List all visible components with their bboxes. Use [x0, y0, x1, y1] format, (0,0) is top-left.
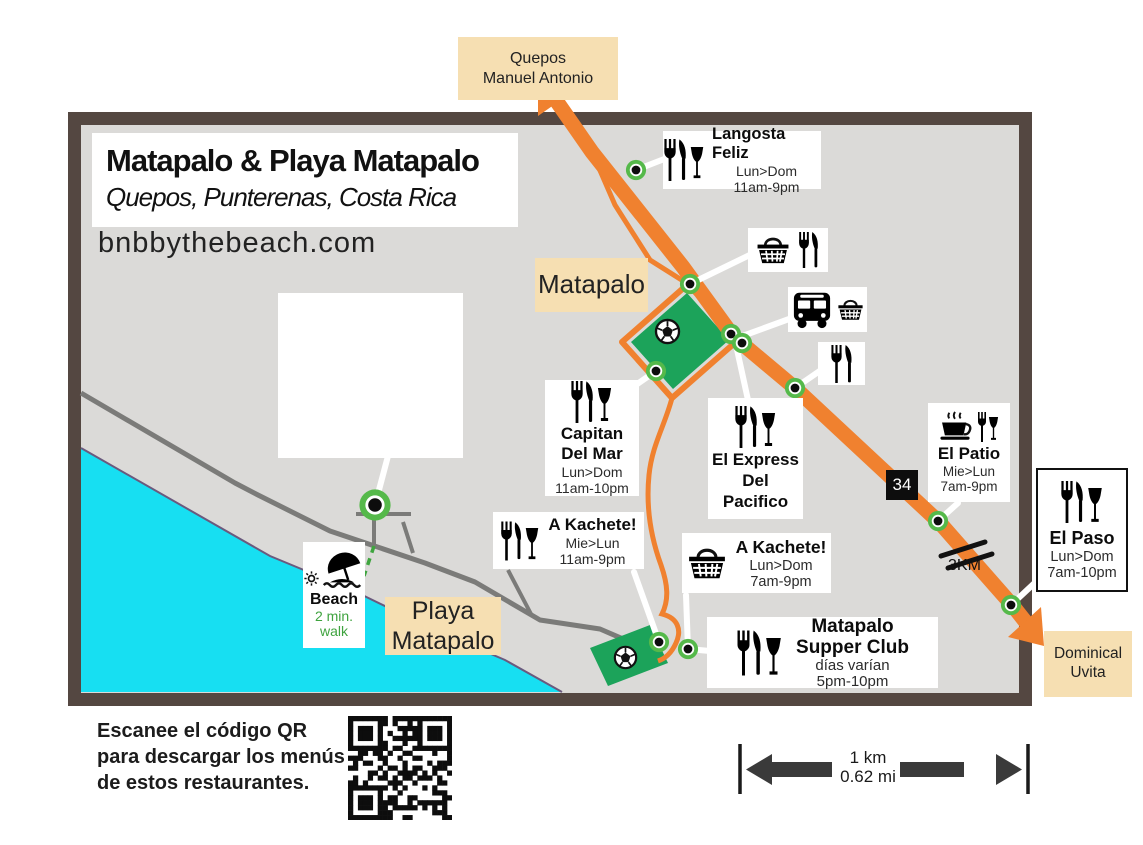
restaurant-name-line2: Del Mar — [561, 444, 623, 463]
restaurant-hours: 7am-9pm — [940, 479, 998, 494]
restaurant-name: El Paso — [1049, 528, 1115, 548]
qr-instruction-text: Escanee el código QR para descargar los … — [97, 720, 345, 794]
basket-icon — [687, 546, 727, 580]
sign-uvita: Uvita — [1070, 664, 1106, 681]
label-langosta-feliz: Langosta Feliz Lun>Dom 11am-9pm — [663, 125, 821, 195]
restaurant-days: Mie>Lun — [942, 464, 996, 479]
restaurant-name-line1: El Express — [712, 450, 799, 469]
distance-3km-label: 3KM — [948, 557, 981, 574]
restaurant-days: Lun>Dom — [735, 163, 798, 179]
website-url: bnbbythebeach.com — [98, 227, 377, 259]
sign-dominical: Dominical — [1053, 645, 1123, 663]
label-restaurant-icons — [818, 342, 865, 385]
restaurant-name-line1: Matapalo — [811, 615, 894, 637]
fork-knife-wine-icon — [570, 380, 614, 424]
sign-manuel-antonio: Manuel Antonio — [482, 69, 594, 87]
restaurant-days: Mie>Lun — [565, 534, 620, 551]
beach-walk-line2: walk — [319, 623, 348, 639]
qr-code — [348, 716, 452, 820]
sign-quepos: Quepos — [509, 50, 567, 68]
fork-knife-icon — [830, 344, 854, 383]
basket-icon — [756, 235, 790, 265]
sign-matapalo-label: Matapalo — [538, 269, 645, 300]
beach-walk-line1: 2 min. — [314, 608, 354, 624]
scale-bar-labels: 1 km 0.62 mi — [820, 748, 916, 786]
restaurant-hours: 11am-9pm — [733, 179, 800, 195]
market-hours: 7am-9pm — [750, 573, 812, 590]
restaurant-name: A Kachete! — [548, 514, 637, 534]
fork-knife-wine-icon — [1060, 479, 1105, 525]
bnb-logo-box — [278, 293, 463, 458]
label-bus-stop — [788, 287, 867, 332]
restaurant-days: Lun>Dom — [1050, 549, 1114, 565]
sign-north-destinations: Quepos Manuel Antonio — [458, 37, 618, 100]
sun-icon — [304, 570, 319, 586]
restaurant-hours: 11am-10pm — [555, 480, 629, 496]
restaurant-hours: 7am-10pm — [1047, 565, 1117, 581]
restaurant-name: Langosta Feliz — [712, 125, 786, 162]
map-subtitle: Quepos, Punterenas, Costa Rica — [106, 182, 457, 212]
restaurant-hours: 11am-9pm — [559, 550, 626, 567]
restaurant-hours: 5pm-10pm — [816, 672, 889, 690]
sign-playa-matapalo: Playa Matapalo — [385, 597, 501, 655]
label-el-express-del-pacifico: El Express Del Pacifico — [708, 398, 803, 519]
restaurant-name-line2: Del — [742, 471, 769, 490]
coffee-icon — [938, 411, 972, 442]
restaurant-name-line3: Pacifico — [722, 492, 789, 511]
map-title-box: Matapalo & Playa Matapalo Quepos, Punter… — [92, 133, 518, 227]
market-days: Lun>Dom — [749, 557, 813, 574]
label-beach: Beach 2 min. walk — [303, 542, 365, 648]
label-a-kachete-restaurant: A Kachete! Mie>Lun 11am-9pm — [493, 512, 644, 569]
sign-matapalo: Matapalo — [535, 258, 648, 312]
fork-knife-wine-icon — [734, 405, 778, 449]
beach-umbrella-icon — [320, 551, 364, 591]
route-34-shield: 34 — [886, 470, 918, 500]
market-name: A Kachete! — [735, 536, 827, 557]
label-matapalo-supper-club: Matapalo Supper Club días varían 5pm-10p… — [707, 615, 938, 690]
map-title: Matapalo & Playa Matapalo — [106, 143, 480, 178]
label-a-kachete-market: A Kachete! Lun>Dom 7am-9pm — [682, 533, 831, 593]
restaurant-name-line1: Capitan — [560, 424, 624, 443]
restaurant-days: Lun>Dom — [561, 464, 623, 480]
scale-km: 1 km — [849, 748, 887, 767]
sign-playa-line2: Matapalo — [391, 627, 495, 655]
restaurant-name-line2: Supper Club — [796, 636, 909, 658]
label-capitan-del-mar: Capitan Del Mar Lun>Dom 11am-10pm — [545, 380, 639, 496]
fork-knife-wine-icon — [663, 139, 706, 181]
label-el-paso: El Paso Lun>Dom 7am-10pm — [1036, 468, 1128, 592]
scale-mi: 0.62 mi — [840, 767, 896, 786]
label-market-restaurant-icons — [748, 228, 828, 272]
fork-knife-wine-icon — [736, 628, 784, 678]
fork-wine-icon — [977, 411, 1000, 442]
basket-icon — [837, 298, 864, 321]
bus-icon — [791, 291, 833, 329]
fork-knife-wine-icon — [500, 520, 541, 562]
restaurant-name: El Patio — [937, 444, 1001, 463]
sign-south-destinations: Dominical Uvita — [1044, 631, 1132, 697]
label-el-patio: El Patio Mie>Lun 7am-9pm — [928, 403, 1010, 502]
sign-playa-line1: Playa — [411, 597, 475, 625]
restaurant-days: días varían — [815, 656, 890, 674]
fork-knife-icon — [798, 232, 820, 268]
beach-title: Beach — [309, 591, 359, 608]
